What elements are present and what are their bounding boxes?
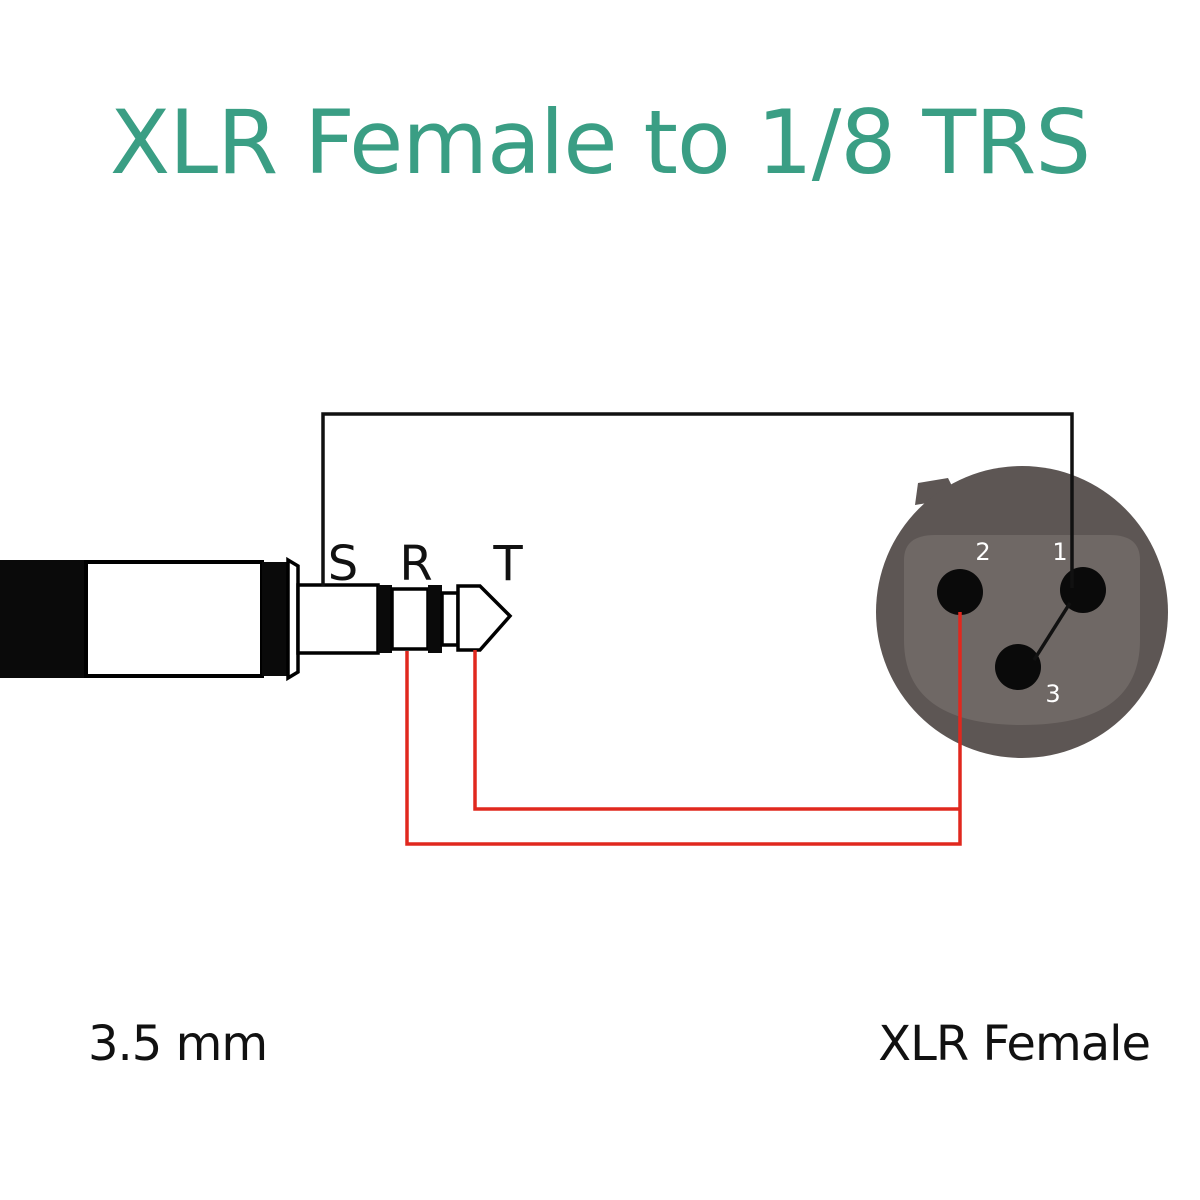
- trs-plug: [0, 556, 513, 682]
- plug-handle: [84, 560, 264, 678]
- trs-label-tip: T: [492, 536, 523, 592]
- plug-sleeve: [296, 583, 380, 655]
- plug-ring: [390, 587, 430, 651]
- wire-ring-to-pin-2: [405, 612, 962, 846]
- plug-neck: [440, 591, 460, 647]
- plug-tip: [456, 584, 513, 652]
- xlr-pin-1-label: 1: [1052, 538, 1067, 566]
- wire-pin-1-to-pin-3: [1032, 602, 1072, 661]
- plug-insulator-1: [378, 585, 392, 653]
- xlr-pin-3-label: 3: [1045, 680, 1060, 708]
- xlr-pin-3-hole: [995, 644, 1041, 690]
- trs-plug-caption: 3.5 mm: [88, 1016, 268, 1072]
- trs-label-ring: R: [399, 536, 432, 592]
- wires: [321, 412, 1074, 846]
- plug-handle-band: [262, 562, 288, 676]
- diagram-title: XLR Female to 1/8 TRS: [109, 91, 1091, 194]
- plug-collar: [286, 556, 300, 682]
- xlr-face: [904, 535, 1140, 725]
- xlr-connector: 2 1 3: [876, 466, 1168, 758]
- xlr-pin-2-label: 2: [975, 538, 990, 566]
- plug-insulator-2: [428, 585, 442, 653]
- trs-label-sleeve: S: [328, 536, 358, 592]
- wire-tip-to-pin-2: [473, 650, 960, 811]
- wire-sleeve-to-pin-1: [321, 412, 1074, 588]
- xlr-pin-2-hole: [937, 569, 983, 615]
- xlr-connector-caption: XLR Female: [878, 1016, 1151, 1072]
- plug-cable-boot: [0, 560, 90, 678]
